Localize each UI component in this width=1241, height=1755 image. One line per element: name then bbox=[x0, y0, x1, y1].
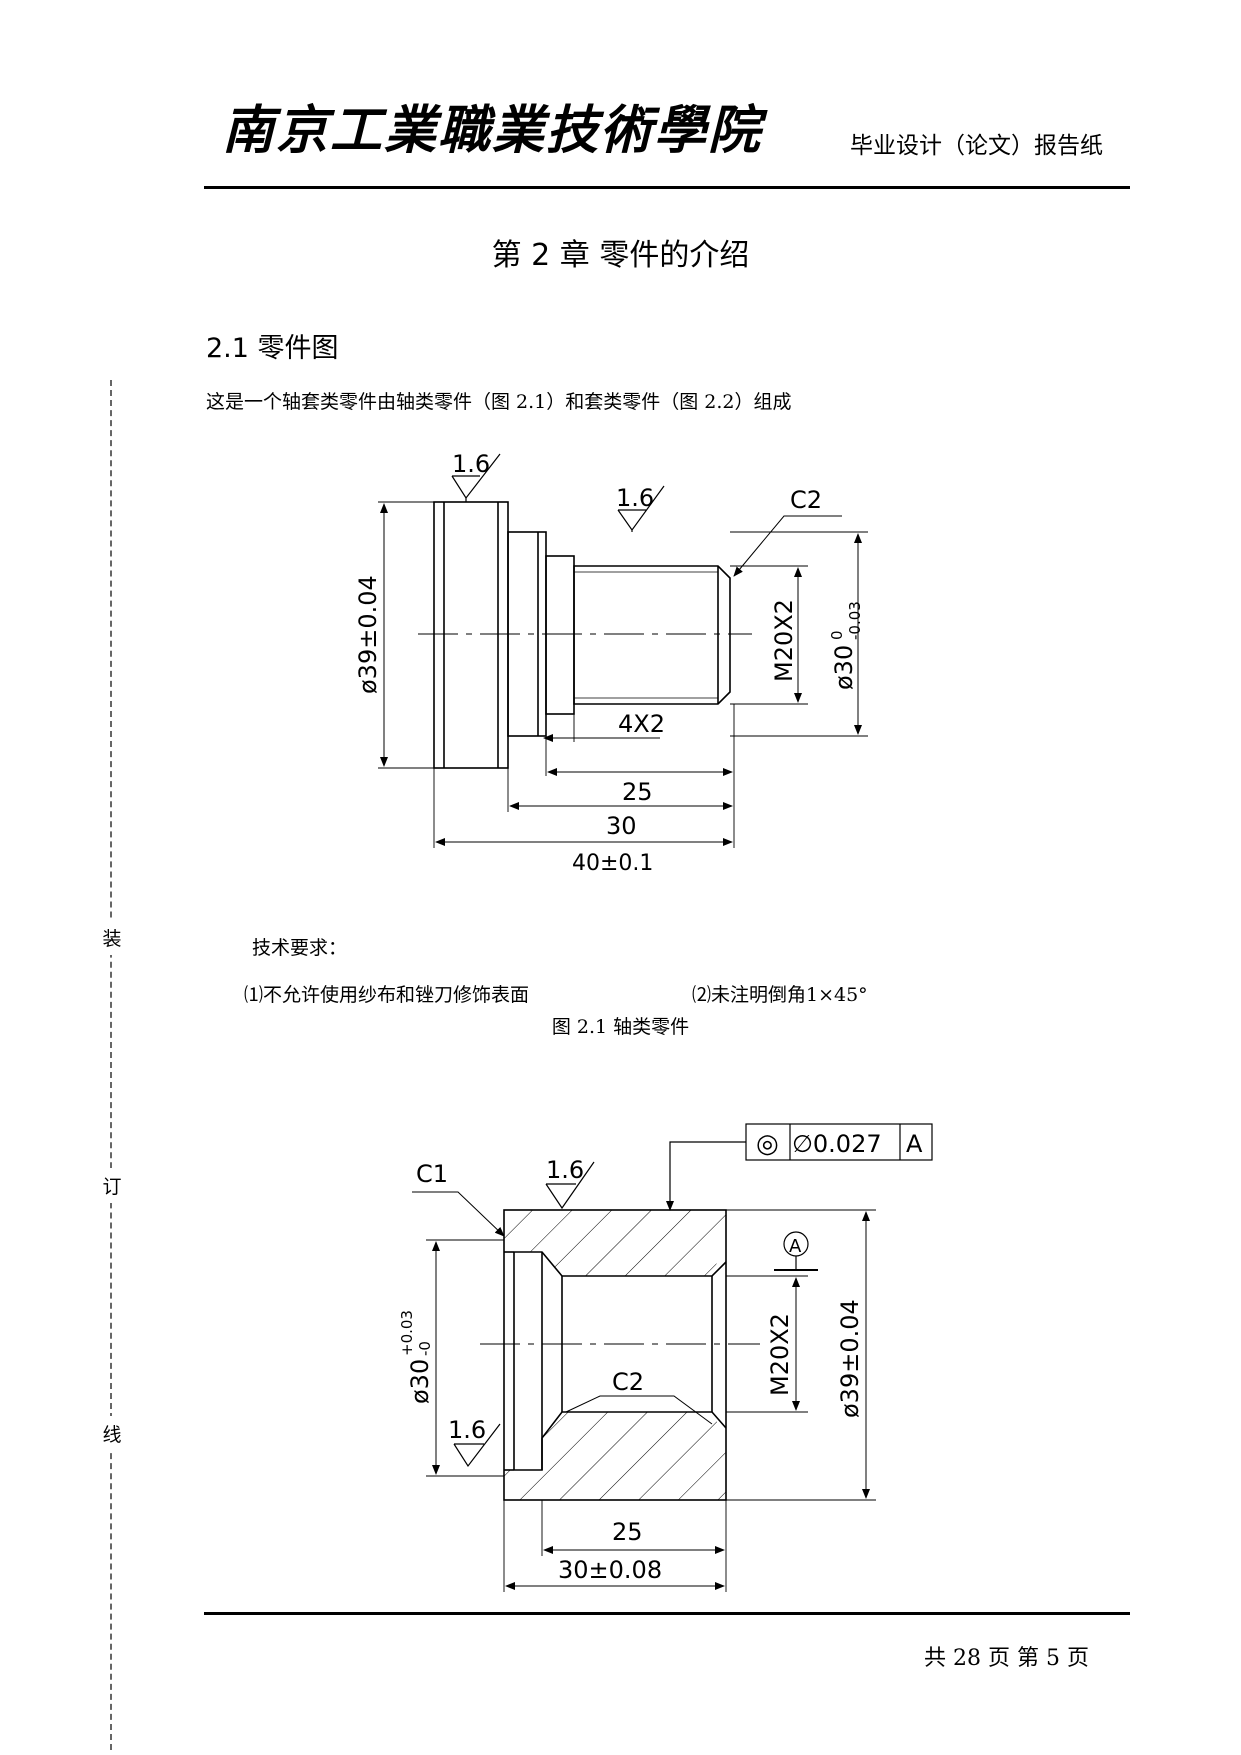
chamfer-label: C1 bbox=[416, 1160, 448, 1188]
binding-line bbox=[110, 380, 114, 1750]
shaft-drawing: 1.6 1.6 C2 4X2 25 30 40±0.1 ø39±0.04 M20… bbox=[354, 450, 868, 876]
diameter-label: ø30 bbox=[830, 645, 858, 690]
sleeve-drawing: C1 1.6 1.6 ◎ ∅0.027 A A C2 25 30±0.08 ø3… bbox=[398, 1123, 933, 1592]
rough-label: 1.6 bbox=[546, 1156, 584, 1184]
page-counter: 共 28 页 第 5 页 bbox=[924, 1646, 1089, 1671]
chapter-title: 第 2 章 零件的介绍 bbox=[491, 238, 750, 273]
binding-char: 线 bbox=[99, 1416, 125, 1451]
page-subtitle: 毕业设计（论文）报告纸 bbox=[850, 133, 1103, 159]
chamfer-label: C2 bbox=[790, 486, 822, 514]
footer-rule bbox=[204, 1612, 1130, 1615]
requirement-1: ⑴不允许使用纱布和锉刀修饰表面 bbox=[244, 984, 530, 1006]
thread-label: M20X2 bbox=[766, 1313, 794, 1396]
school-logo: 南京工業職業技術學院 bbox=[222, 100, 763, 161]
datum-label: A bbox=[789, 1236, 802, 1257]
tolerance-datum: A bbox=[906, 1130, 923, 1158]
tolerance-lower: -0 bbox=[416, 1341, 434, 1356]
diameter-label: ø39±0.04 bbox=[354, 575, 382, 694]
length-label: 40±0.1 bbox=[572, 851, 653, 876]
tolerance-lower: -0.03 bbox=[846, 601, 864, 640]
length-label: 25 bbox=[622, 778, 653, 806]
length-label: 25 bbox=[612, 1518, 643, 1546]
diameter-label: ø39±0.04 bbox=[836, 1299, 864, 1418]
length-label: 30 bbox=[606, 812, 637, 840]
header-rule bbox=[204, 186, 1130, 189]
tolerance-upper: +0.03 bbox=[398, 1310, 416, 1356]
rough-label: 1.6 bbox=[448, 1416, 486, 1444]
diameter-label: ø30 bbox=[406, 1359, 434, 1404]
binding-char: 订 bbox=[99, 1168, 125, 1203]
tolerance-upper: 0 bbox=[828, 630, 846, 640]
requirement-2: ⑵未注明倒角1×45° bbox=[692, 984, 868, 1006]
tech-requirements-title: 技术要求： bbox=[252, 937, 348, 959]
tolerance-value: ∅0.027 bbox=[792, 1130, 882, 1158]
section-title: 2.1 零件图 bbox=[206, 333, 339, 364]
concentricity-symbol: ◎ bbox=[756, 1129, 779, 1159]
groove-label: 4X2 bbox=[618, 710, 665, 738]
rough-label: 1.6 bbox=[616, 484, 654, 512]
intro-paragraph: 这是一个轴套类零件由轴类零件（图 2.1）和套类零件（图 2.2）组成 bbox=[206, 391, 792, 413]
length-label: 30±0.08 bbox=[558, 1556, 662, 1584]
rough-label: 1.6 bbox=[452, 450, 490, 478]
thread-label: M20X2 bbox=[770, 599, 798, 682]
chamfer-label: C2 bbox=[612, 1368, 644, 1396]
binding-char: 装 bbox=[99, 920, 125, 955]
figure-caption: 图 2.1 轴类零件 bbox=[551, 1016, 690, 1038]
